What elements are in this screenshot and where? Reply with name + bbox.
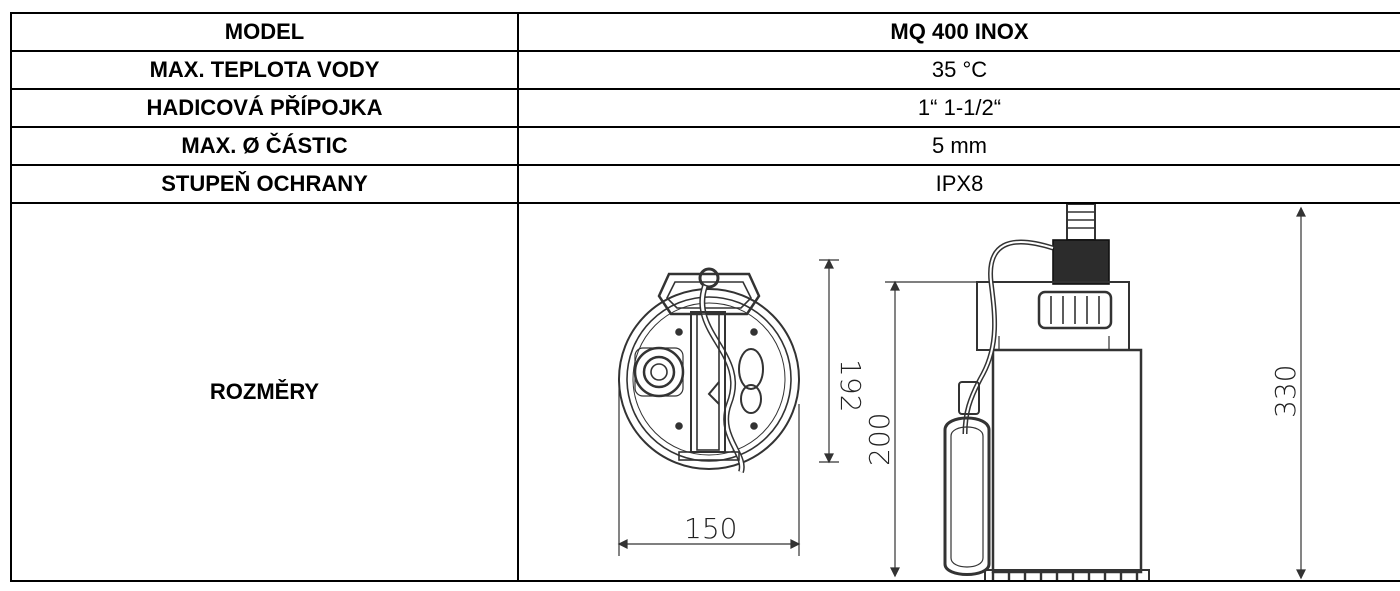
- dimensions-label: ROZMĚRY: [10, 202, 519, 582]
- spec-table: MODEL MQ 400 INOX MAX. TEPLOTA VODY 35 °…: [10, 12, 1400, 582]
- pump-dimension-drawing: 192 150 200: [617, 205, 1306, 579]
- dim-width-line: [617, 379, 801, 556]
- dim-body-height-line: [885, 280, 977, 578]
- dim-width-label: 150: [684, 512, 737, 545]
- dim-total-height-label: 330: [1269, 365, 1302, 418]
- pump-side-view: [943, 205, 1150, 579]
- dim-top-height-line: [819, 258, 839, 464]
- row-label: STUPEŇ OCHRANY: [10, 164, 519, 204]
- dimensions-row: ROZMĚRY: [10, 202, 1400, 582]
- table-header-row: MODEL MQ 400 INOX: [10, 12, 1400, 52]
- table-row: MAX. Ø ČÁSTIC 5 mm: [10, 126, 1400, 166]
- row-label: MAX. TEPLOTA VODY: [10, 50, 519, 90]
- row-label: MAX. Ø ČÁSTIC: [10, 126, 519, 166]
- table-row: STUPEŇ OCHRANY IPX8: [10, 164, 1400, 204]
- pump-drawing-cell: 192 150 200: [517, 202, 1400, 582]
- row-value: 35 °C: [517, 50, 1400, 90]
- row-label: HADICOVÁ PŘÍPOJKA: [10, 88, 519, 128]
- header-model-name: MQ 400 INOX: [517, 12, 1400, 52]
- header-label: MODEL: [10, 12, 519, 52]
- row-value: 5 mm: [517, 126, 1400, 166]
- dim-total-height-line: [1296, 206, 1306, 579]
- row-value: IPX8: [517, 164, 1400, 204]
- table-row: MAX. TEPLOTA VODY 35 °C: [10, 50, 1400, 90]
- dim-top-height-label: 192: [834, 359, 867, 412]
- pump-top-view: [618, 267, 800, 473]
- table-row: HADICOVÁ PŘÍPOJKA 1“ 1-1/2“: [10, 88, 1400, 128]
- dim-body-height-label: 200: [863, 413, 896, 466]
- row-value: 1“ 1-1/2“: [517, 88, 1400, 128]
